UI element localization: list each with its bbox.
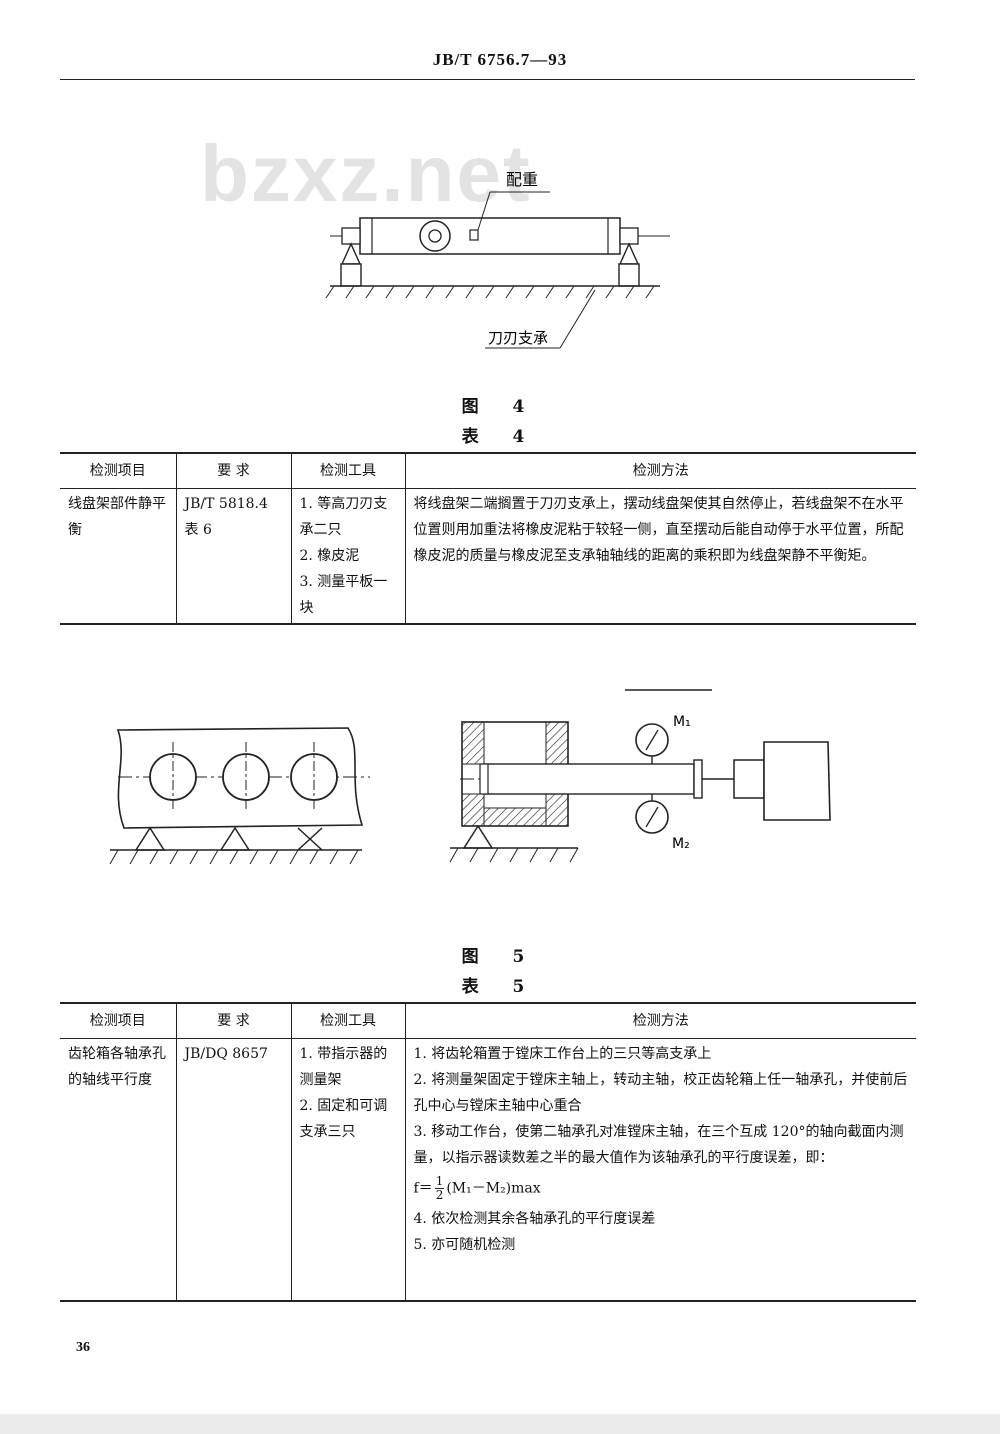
- figure-5-diagram: M₁ M₂: [109, 689, 831, 865]
- figure-4-caption: 图 4: [461, 397, 539, 417]
- header-tools: 检测工具: [290, 1002, 406, 1039]
- knife-support-left: [340, 242, 362, 265]
- watermark: bzxz.net: [200, 129, 532, 218]
- figure-4-diagram: 配重 刀刃支承: [325, 170, 670, 349]
- measuring-bar: [483, 763, 695, 795]
- boring-machine-head: [763, 741, 831, 821]
- requirement-line: 表 6: [184, 522, 212, 538]
- knife-support-label: 刀刃支承: [488, 329, 548, 347]
- cell-method: 1. 将齿轮箱置于镗床工作台上的三只等高支承上 2. 将测量架固定于镗床主轴上，…: [404, 1038, 916, 1302]
- requirement-line: JB/T 5818.4: [184, 496, 268, 512]
- method-step: 4. 依次检测其余各轴承孔的平行度误差: [413, 1211, 656, 1227]
- table-header-row: 检测项目 要 求 检测工具 检测方法: [60, 452, 916, 489]
- method-step: 5. 亦可随机检测: [413, 1237, 516, 1253]
- cell-item: 线盘架部件静平衡: [60, 488, 177, 625]
- tool-line: 2. 固定和可调支承三只: [299, 1098, 388, 1140]
- table-header-row: 检测项目 要 求 检测工具 检测方法: [60, 1002, 916, 1039]
- table-4: 检测项目 要 求 检测工具 检测方法 线盘架部件静平衡 JB/T 5818.4 …: [60, 452, 916, 625]
- tool-line: 2. 橡皮泥: [299, 548, 360, 564]
- tool-line: 1. 带指示器的测量架: [299, 1046, 388, 1088]
- table-row: 线盘架部件静平衡 JB/T 5818.4 表 6 1. 等高刀刃支承二只 2. …: [60, 488, 916, 625]
- table-5-caption: 表 5: [461, 977, 539, 997]
- cell-tools: 1. 等高刀刃支承二只 2. 橡皮泥 3. 测量平板一块: [290, 488, 406, 625]
- table-4-caption: 表 4: [461, 427, 539, 447]
- fraction-numerator: 1: [434, 1174, 445, 1189]
- cell-requirement: JB/T 5818.4 表 6: [175, 488, 292, 625]
- header-tools: 检测工具: [290, 452, 406, 489]
- m1-label: M₁: [673, 714, 691, 730]
- cell-requirement: JB/DQ 8657: [175, 1038, 292, 1302]
- header-method: 检测方法: [404, 452, 916, 489]
- header-method: 检测方法: [404, 1002, 916, 1039]
- method-step: 1. 将齿轮箱置于镗床工作台上的三只等高支承上: [413, 1046, 712, 1062]
- cell-item: 齿轮箱各轴承孔的轴线平行度: [60, 1038, 177, 1302]
- cell-tools: 1. 带指示器的测量架 2. 固定和可调支承三只: [290, 1038, 406, 1302]
- m2-label: M₂: [672, 836, 690, 852]
- table-row: 齿轮箱各轴承孔的轴线平行度 JB/DQ 8657 1. 带指示器的测量架 2. …: [60, 1038, 916, 1302]
- formula-suffix: (M₁－M₂)max: [446, 1180, 541, 1197]
- document-code: JB/T 6756.7—93: [432, 50, 568, 69]
- counterweight: [469, 229, 479, 241]
- method-step: 2. 将测量架固定于镗床主轴上，转动主轴，校正齿轮箱上任一轴承孔，并使前后孔中心…: [413, 1072, 908, 1114]
- spindle-collar: [733, 759, 765, 799]
- header-rule: [60, 79, 915, 80]
- knife-support-right: [618, 242, 640, 265]
- header-item: 检测项目: [60, 1002, 177, 1039]
- figure-5-caption: 图 5: [461, 947, 539, 967]
- bottom-strip: [0, 1414, 1000, 1434]
- table-5: 检测项目 要 求 检测工具 检测方法 齿轮箱各轴承孔的轴线平行度 JB/DQ 8…: [60, 1002, 916, 1302]
- page-number: 36: [76, 1340, 90, 1355]
- cell-method: 将线盘架二端搁置于刀刃支承上，摆动线盘架使其自然停止，若线盘架不在水平位置则用加…: [404, 488, 916, 625]
- coil-shaft: [359, 217, 621, 255]
- counterweight-label: 配重: [506, 170, 538, 189]
- header-item: 检测项目: [60, 452, 177, 489]
- fraction-denominator: 2: [435, 1188, 444, 1202]
- tool-line: 1. 等高刀刃支承二只: [299, 496, 388, 538]
- tool-line: 3. 测量平板一块: [299, 574, 388, 616]
- header-requirement: 要 求: [175, 452, 292, 489]
- formula-prefix: f＝: [413, 1180, 433, 1197]
- header-requirement: 要 求: [175, 1002, 292, 1039]
- method-step: 3. 移动工作台，使第二轴承孔对准镗床主轴，在三个互成 120°的轴向截面内测量…: [413, 1124, 904, 1166]
